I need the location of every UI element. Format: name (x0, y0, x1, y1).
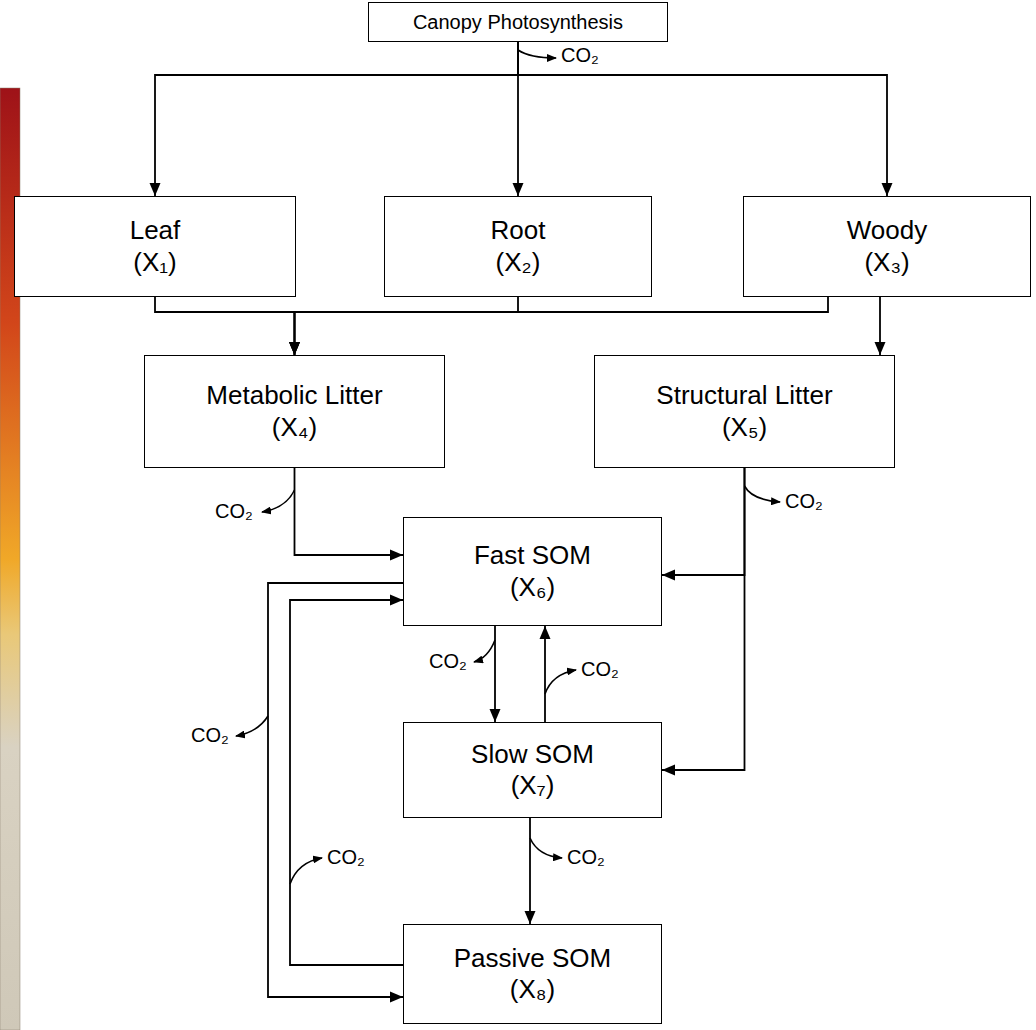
co2-branch (262, 490, 295, 512)
flux-label: CO₂ (326, 846, 366, 869)
co2-branch (518, 50, 556, 58)
flow-line (155, 42, 518, 196)
arrow-head (525, 911, 536, 924)
flow-line (544, 626, 546, 722)
pool-box: Slow SOM(X₇) (403, 722, 662, 818)
arrow-head (513, 183, 524, 196)
pool-box: Structural Litter(X₅) (594, 355, 895, 468)
co2-branch (474, 640, 495, 662)
pool-variable: (X₅) (722, 412, 767, 443)
flow-line (295, 297, 829, 355)
co2-branch (530, 838, 562, 858)
pool-name: Passive SOM (454, 943, 612, 974)
arrow-head (289, 342, 300, 355)
arrow-head (662, 765, 675, 776)
flow-line (295, 468, 404, 555)
pool-variable: (X₁) (133, 247, 176, 278)
flow-line (494, 626, 496, 722)
source-box: Canopy Photosynthesis (368, 2, 668, 42)
arrow-head (882, 183, 893, 196)
flux-label: CO₂ (428, 650, 468, 673)
pool-name: Canopy Photosynthesis (413, 10, 623, 34)
pool-variable: (X₄) (272, 412, 317, 443)
pool-box: Metabolic Litter(X₄) (144, 355, 445, 468)
pool-box: Leaf(X₁) (14, 196, 296, 297)
pool-variable: (X₂) (496, 247, 541, 278)
flow-line (268, 583, 403, 997)
flow-arrow (290, 595, 403, 966)
arrow-head (289, 342, 300, 355)
flow-arrow (289, 297, 828, 355)
co2-branch (290, 858, 322, 884)
arrow-head (490, 709, 501, 722)
flow-arrow (490, 626, 501, 722)
pool-box: Root(X₂) (384, 196, 652, 297)
arrow-head (150, 183, 161, 196)
flow-line (662, 468, 745, 770)
pool-box: Fast SOM(X₆) (403, 517, 662, 626)
pool-name: Metabolic Litter (206, 380, 382, 411)
flow-line (295, 297, 519, 355)
pool-name: Structural Litter (656, 380, 832, 411)
flow-arrow (289, 297, 518, 355)
flux-label: CO₂ (580, 658, 620, 681)
pool-name: Fast SOM (474, 540, 591, 571)
pool-variable: (X₆) (510, 572, 555, 603)
co2-branch (745, 486, 781, 502)
flux-label: CO₂ (190, 724, 230, 747)
pool-variable: (X₃) (864, 247, 909, 278)
flow-arrow (662, 468, 745, 581)
arrow-head (662, 570, 675, 581)
pool-box: Woody(X₃) (743, 196, 1031, 297)
flow-line (290, 600, 403, 965)
arrow-head (390, 992, 403, 1003)
flow-arrow (150, 42, 519, 196)
flow-arrow (518, 42, 893, 196)
flow-line (518, 42, 887, 196)
flow-line (155, 297, 295, 355)
flux-label: CO₂ (784, 490, 824, 513)
arrow-head (540, 626, 551, 639)
flow-line (662, 468, 745, 575)
flow-arrow (540, 626, 551, 722)
flow-arrow (875, 297, 886, 355)
arrow-head (390, 550, 403, 561)
pool-variable: (X₇) (511, 770, 555, 801)
flow-arrow (155, 297, 300, 355)
flow-arrow (662, 468, 745, 776)
arrow-head (289, 342, 300, 355)
co2-branch (236, 716, 268, 736)
flow-line (529, 818, 531, 924)
flow-arrow (295, 468, 404, 561)
pool-box: Passive SOM(X₈) (403, 924, 662, 1024)
pool-name: Leaf (130, 215, 181, 246)
flow-arrow (525, 818, 536, 924)
pool-name: Root (491, 215, 546, 246)
flux-label: CO₂ (560, 44, 600, 67)
flux-label: CO₂ (566, 846, 606, 869)
flow-arrow (268, 583, 403, 1003)
arrow-head (390, 595, 403, 606)
co2-branch (545, 670, 576, 694)
pool-variable: (X₈) (510, 974, 555, 1005)
pool-name: Slow SOM (471, 739, 594, 770)
flux-label: CO₂ (214, 500, 254, 523)
pool-name: Woody (847, 215, 927, 246)
arrow-head (875, 342, 886, 355)
